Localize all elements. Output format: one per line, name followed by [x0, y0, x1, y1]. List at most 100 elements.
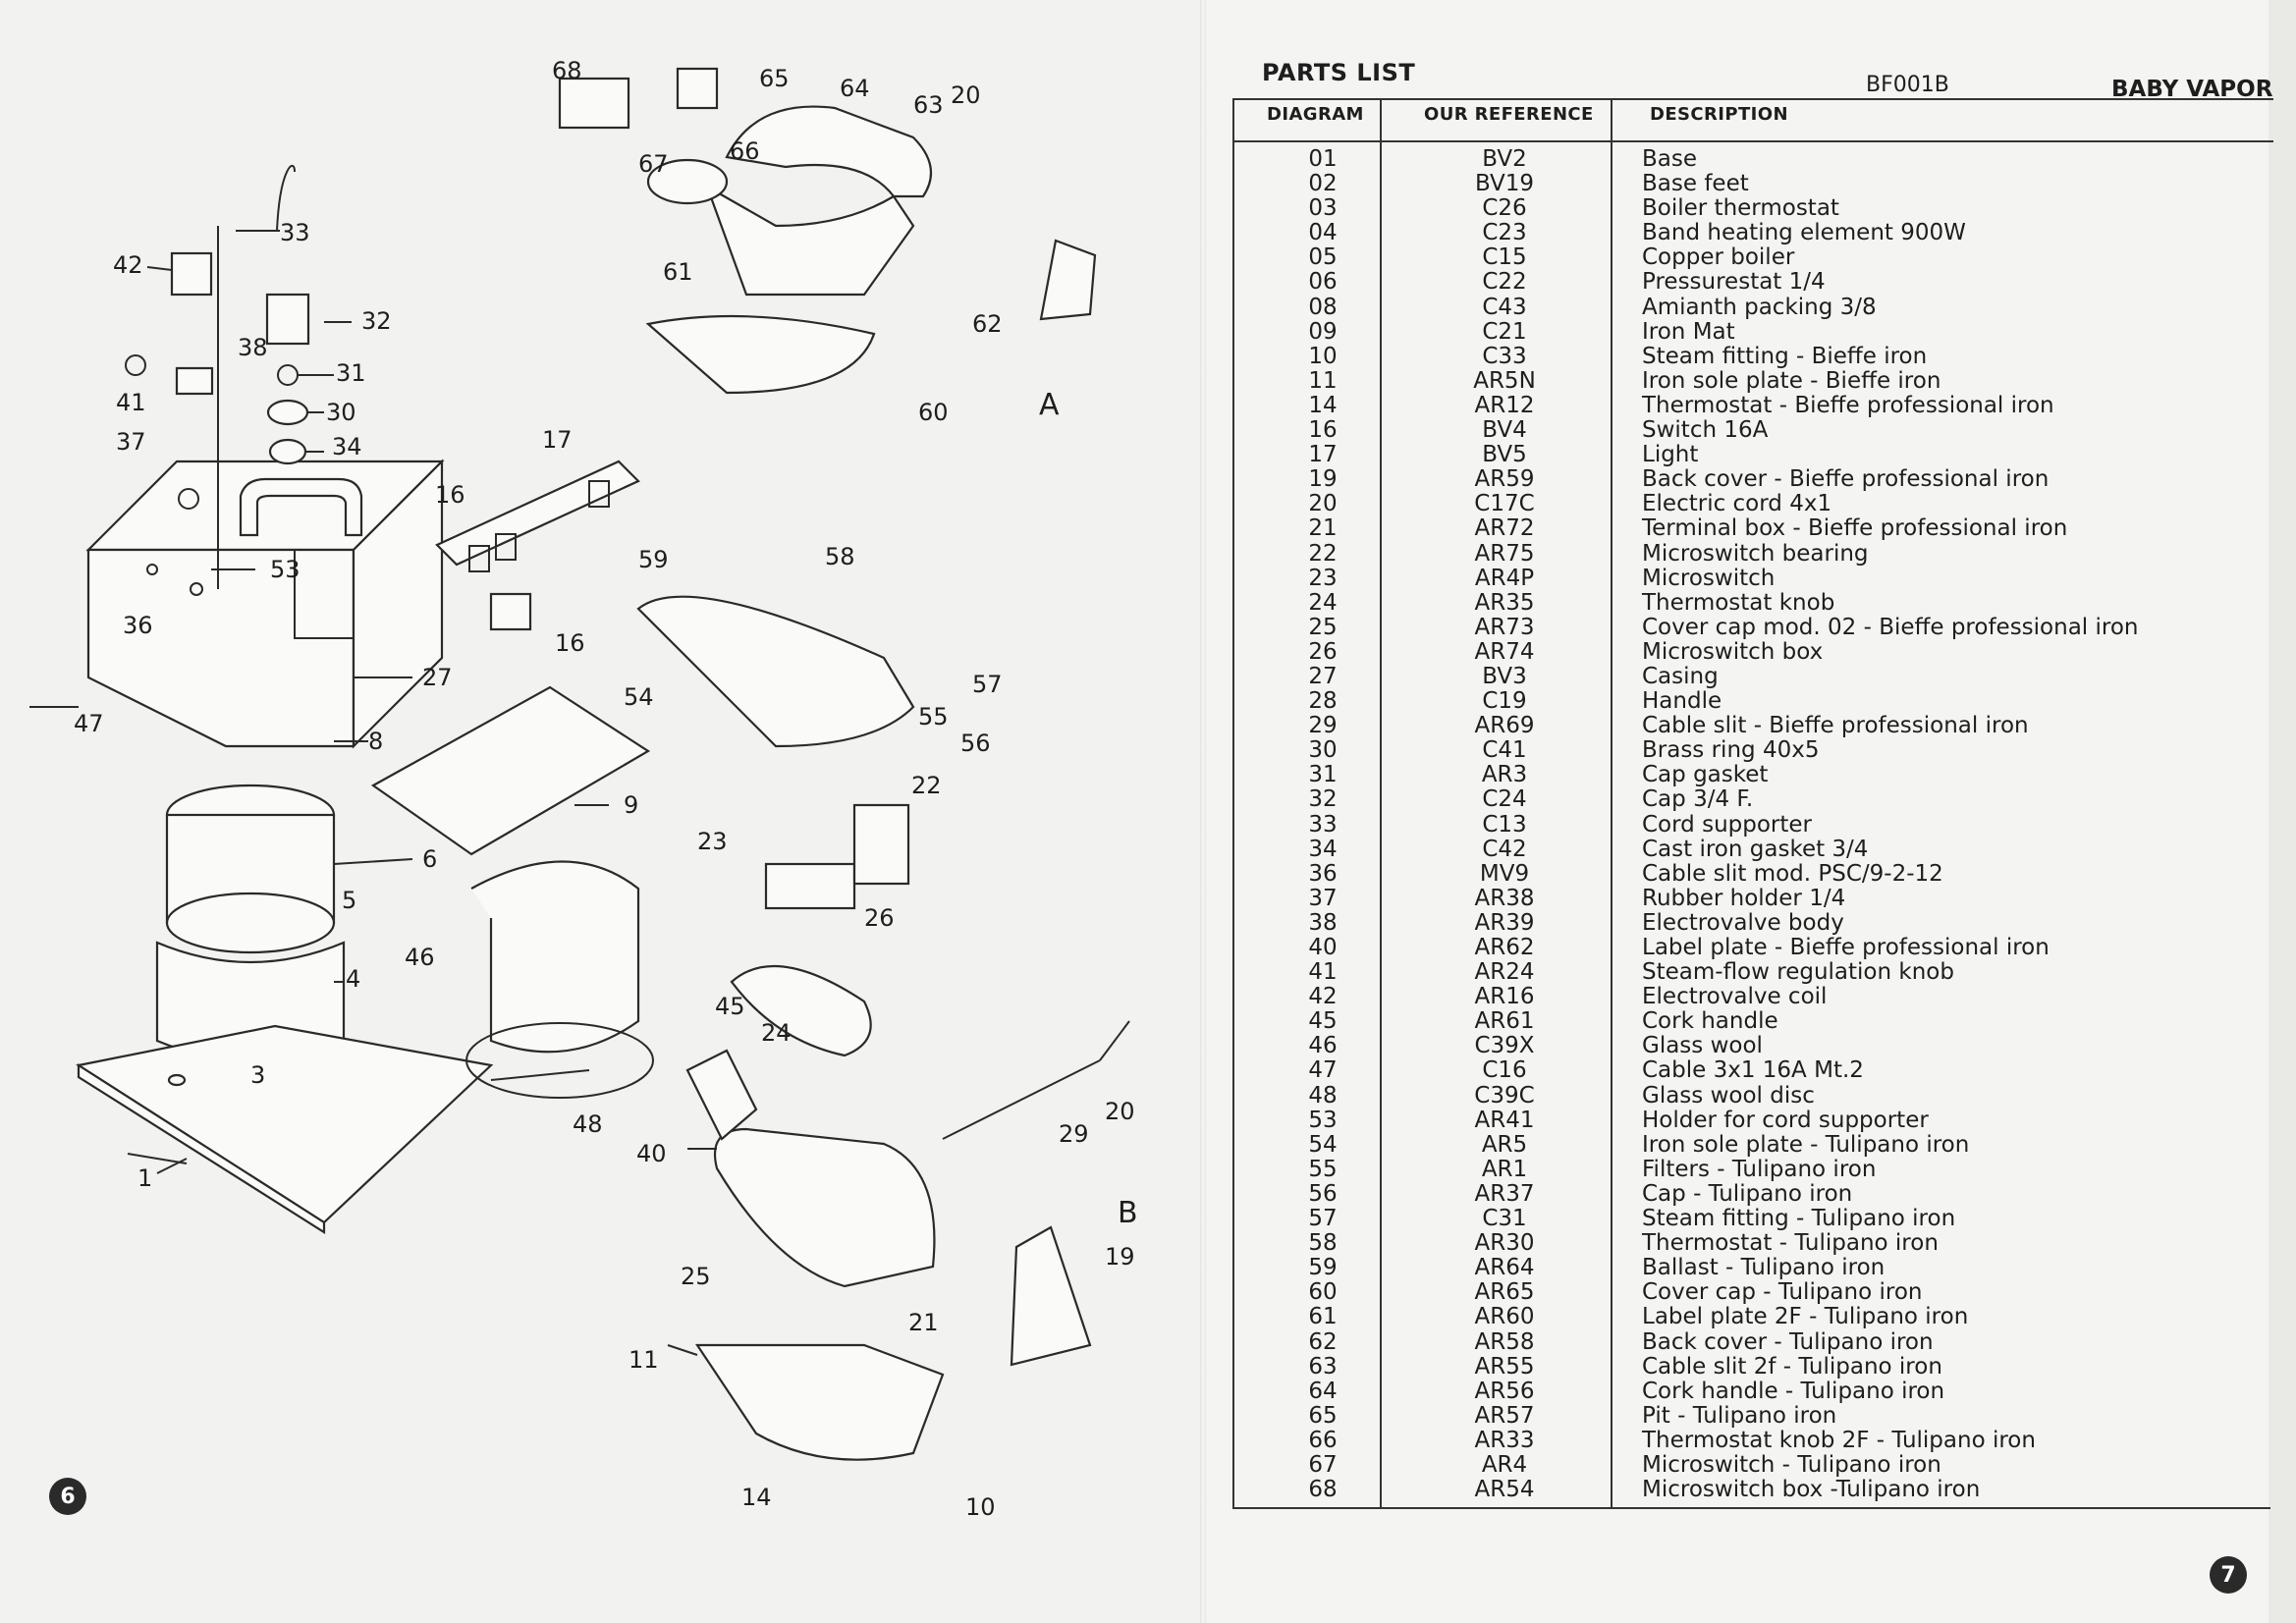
callout-9: 9	[624, 791, 638, 819]
description-cell: Thermostat - Bieffe professional iron	[1642, 392, 2054, 418]
reference-cell: BV3	[1482, 663, 1527, 689]
reference-cell: AR33	[1474, 1427, 1535, 1453]
reference-cell: C31	[1482, 1206, 1527, 1232]
callout-22: 22	[911, 772, 942, 799]
callout-30: 30	[326, 399, 356, 426]
callout-20b: 20	[1105, 1098, 1135, 1125]
diagram-number-cell: 05	[1308, 244, 1338, 271]
callout-33: 33	[280, 219, 310, 246]
description-cell: Rubber holder 1/4	[1642, 885, 1846, 911]
diagram-number-cell: 01	[1308, 146, 1338, 172]
callout-34: 34	[332, 433, 362, 460]
diagram-number-cell: 61	[1308, 1304, 1338, 1330]
diagram-number-cell: 65	[1308, 1402, 1338, 1429]
reference-cell: AR39	[1474, 909, 1535, 936]
callout-40: 40	[636, 1140, 667, 1167]
page-number-left: 6	[49, 1478, 86, 1515]
diagram-number-cell: 25	[1308, 614, 1338, 640]
reference-cell: C43	[1482, 294, 1527, 320]
diagram-number-cell: 63	[1308, 1353, 1338, 1380]
description-cell: Pit - Tulipano iron	[1642, 1402, 1837, 1429]
callout-38: 38	[238, 334, 268, 361]
description-cell: Glass wool disc	[1642, 1082, 1815, 1109]
diagram-number-cell: 37	[1308, 885, 1338, 911]
diagram-number-cell: 29	[1308, 713, 1338, 739]
callout-16a: 16	[435, 481, 465, 509]
description-cell: Band heating element 900W	[1642, 220, 1966, 246]
diagram-number-cell: 47	[1308, 1057, 1338, 1084]
switch-plate-drawing	[435, 460, 640, 631]
callout-21: 21	[908, 1309, 939, 1336]
callout-10: 10	[965, 1493, 996, 1521]
reference-cell: AR62	[1474, 935, 1535, 960]
reference-cell: AR74	[1474, 638, 1535, 665]
description-cell: Holder for cord supporter	[1642, 1107, 1929, 1133]
diagram-number-cell: 30	[1308, 737, 1338, 764]
callout-57: 57	[972, 671, 1003, 698]
callout-26: 26	[864, 904, 895, 932]
description-cell: Steam-flow regulation knob	[1642, 959, 1954, 986]
description-cell: Thermostat knob 2F - Tulipano iron	[1642, 1427, 2036, 1453]
reference-cell: BV2	[1482, 146, 1527, 172]
callout-31: 31	[336, 359, 366, 387]
parts-table-frame	[1232, 98, 2270, 1509]
callout-48: 48	[573, 1110, 603, 1138]
callout-56: 56	[960, 730, 991, 757]
description-cell: Cover cap mod. 02 - Bieffe professional …	[1642, 614, 2139, 640]
diagram-number-cell: 59	[1308, 1255, 1338, 1281]
reference-cell: C24	[1482, 786, 1527, 813]
reference-cell: AR65	[1474, 1279, 1535, 1306]
callout-47: 47	[74, 710, 104, 737]
reference-cell: AR35	[1474, 589, 1535, 616]
leader-lines	[29, 230, 717, 1356]
diagram-number-cell: 56	[1308, 1180, 1338, 1207]
parts-list-title: PARTS LIST	[1262, 59, 1416, 86]
diagram-number-cell: 20	[1308, 491, 1338, 517]
diagram-number-cell: 31	[1308, 762, 1338, 788]
page-fold	[1200, 0, 1206, 1623]
diagram-number-cell: 36	[1308, 860, 1338, 887]
diagram-number-cell: 03	[1308, 195, 1338, 222]
reference-cell: AR1	[1481, 1156, 1528, 1182]
diagram-number-cell: 38	[1308, 909, 1338, 936]
description-cell: Cork handle - Tulipano iron	[1642, 1378, 1945, 1404]
reference-cell: AR4P	[1474, 565, 1535, 591]
reference-cell: AR16	[1474, 984, 1535, 1010]
reference-cell: AR56	[1474, 1378, 1535, 1404]
model-code: BF001B	[1866, 73, 1949, 97]
callout-23: 23	[697, 828, 728, 855]
reference-cell: AR60	[1474, 1304, 1535, 1330]
diagram-number-cell: 19	[1308, 466, 1338, 493]
reference-cell: BV4	[1482, 417, 1527, 444]
callout-16b: 16	[555, 629, 585, 657]
diagram-number-cell: 11	[1308, 367, 1338, 394]
diagram-number-cell: 27	[1308, 663, 1338, 689]
callout-45: 45	[715, 993, 745, 1020]
description-cell: Microswitch bearing	[1642, 540, 1869, 567]
callout-5: 5	[342, 887, 356, 914]
callout-66: 66	[730, 137, 760, 165]
callout-59: 59	[638, 546, 669, 573]
iron-b-drawing	[685, 803, 1130, 1461]
diagram-number-cell: 24	[1308, 589, 1338, 616]
description-cell: Back cover - Tulipano iron	[1642, 1328, 1934, 1355]
callout-3: 3	[250, 1061, 265, 1089]
reference-cell: C23	[1482, 220, 1527, 246]
reference-cell: BV19	[1474, 171, 1535, 197]
diagram-number-cell: 21	[1308, 515, 1338, 542]
reference-cell: C26	[1482, 195, 1527, 222]
description-cell: Electric cord 4x1	[1642, 491, 1832, 517]
callout-37: 37	[116, 428, 146, 456]
reference-cell: AR5	[1481, 1131, 1528, 1158]
reference-cell: AR24	[1474, 959, 1535, 986]
diagram-number-cell: 57	[1308, 1206, 1338, 1232]
section-label-a: A	[1039, 388, 1060, 422]
diagram-number-cell: 68	[1308, 1477, 1338, 1503]
boiler-drawing	[76, 784, 494, 1234]
iron-a-drawing	[558, 67, 1097, 748]
diagram-number-cell: 14	[1308, 392, 1338, 418]
callout-36: 36	[123, 612, 153, 639]
description-cell: Microswitch	[1642, 565, 1776, 591]
description-cell: Cap 3/4 F.	[1642, 786, 1754, 813]
callout-65: 65	[759, 65, 790, 92]
